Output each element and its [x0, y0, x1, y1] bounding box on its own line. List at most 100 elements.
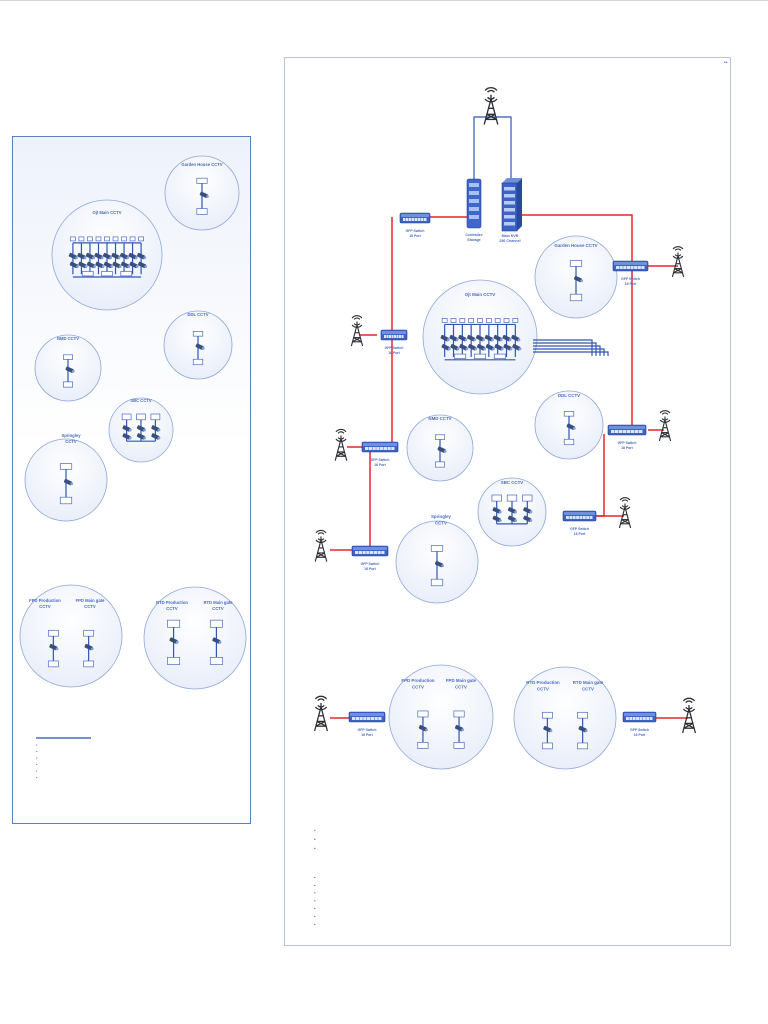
camera-icon — [503, 344, 513, 351]
site-bubble-nmd: NMD CCTV — [406, 414, 474, 482]
camera-icon — [94, 252, 104, 260]
site-title: RTD Main gate — [203, 600, 233, 605]
switch-label: 16 Port — [634, 733, 646, 737]
recorder-box — [196, 177, 208, 184]
site-title: Garden House CCTV — [554, 243, 597, 248]
camera-icon — [95, 261, 105, 269]
site-bubble-ddl: DDL CCTV — [534, 390, 604, 460]
data-run-line — [533, 351, 609, 356]
nvr-box — [454, 353, 467, 360]
switch-label: 16 Port — [625, 282, 637, 286]
camera-icon — [151, 425, 161, 432]
site-title: CCTV — [435, 520, 447, 525]
camera-icon — [111, 252, 121, 260]
site-title: SBC CCTV — [130, 398, 152, 403]
recorder-box — [112, 236, 119, 242]
site-title: CCTV — [455, 684, 467, 689]
camera-icon — [523, 507, 533, 514]
site-title: CCTV — [166, 606, 178, 611]
camera-icon — [507, 515, 518, 522]
camera-icon — [454, 724, 465, 732]
legend-bullet: • — [36, 775, 38, 780]
recorder-box — [430, 578, 444, 587]
site-title: RTD Main gate — [573, 680, 604, 685]
recorder-box — [121, 236, 127, 242]
recorder-box — [563, 411, 575, 417]
camera-icon — [137, 261, 148, 269]
antenna-tower-icon — [681, 697, 697, 734]
switch-label: GFP Switch — [621, 277, 640, 281]
switch-label: GFP Switch — [371, 458, 390, 462]
camera-icon — [418, 724, 428, 732]
camera-icon — [112, 261, 122, 269]
site-title: Garden House CCTV — [181, 162, 222, 167]
camera-icon — [468, 344, 478, 351]
camera-icon — [485, 344, 495, 351]
legend-bullet: • — [36, 749, 38, 754]
site-title: Ojt Main CCTV — [465, 292, 496, 297]
site-title: FPD Main gate — [76, 598, 106, 603]
recorder-box — [435, 434, 445, 440]
data-run-line — [533, 345, 601, 356]
recorder-box — [70, 236, 76, 242]
camera-icon — [212, 637, 222, 644]
recorder-box — [78, 236, 85, 242]
note-bullet: • — [314, 875, 316, 880]
recorder-box — [192, 358, 204, 366]
recorder-box — [129, 236, 136, 242]
antenna-tower-icon — [350, 315, 364, 347]
site-bubble-outline — [19, 584, 123, 688]
site-title: CCTV — [212, 606, 224, 611]
recorder-box — [494, 318, 501, 323]
recorder-box — [441, 318, 448, 323]
camera-icon — [151, 433, 161, 440]
recorder-box — [491, 494, 502, 502]
switch-label: GFP Switch — [361, 562, 380, 566]
antenna-tower-icon — [671, 246, 685, 278]
camera-icon — [437, 446, 447, 453]
site-bubble-outline — [513, 666, 617, 770]
camera-icon — [467, 334, 477, 342]
camera-icon — [507, 507, 518, 514]
recorder-box — [95, 236, 102, 242]
nvr-server-icon — [501, 178, 522, 232]
switch-label: 16 Port — [621, 446, 633, 450]
camera-icon — [434, 560, 445, 568]
camera-icon — [128, 252, 138, 260]
recorder-box — [541, 711, 553, 719]
recorder-box — [59, 496, 73, 505]
camera-icon — [77, 252, 87, 260]
camera-icon — [78, 261, 88, 269]
antenna-tower-icon — [658, 410, 672, 442]
recorder-box — [138, 236, 144, 242]
switch-label: GFP Switch — [358, 728, 377, 732]
data-run-line — [533, 348, 605, 356]
recorder-box — [83, 660, 95, 668]
tower-feed-line — [473, 116, 491, 180]
note-bullet: • — [314, 906, 316, 911]
switch-label: 16 Port — [409, 234, 421, 238]
recorder-box — [417, 710, 429, 718]
site-title: FPD Main gate — [446, 678, 477, 683]
camera-icon — [129, 261, 139, 269]
site-title: RTD Production — [156, 600, 188, 605]
legend-bullet: • — [36, 742, 38, 747]
site-title: DDL CCTV — [187, 312, 208, 317]
link-nvr-garden — [520, 214, 633, 265]
site-bubble-ddl: DDL CCTV — [163, 310, 233, 380]
switch-label: 16 Port — [374, 463, 386, 467]
tower-feed-line — [491, 116, 512, 180]
camera-icon — [543, 725, 553, 733]
camera-icon — [49, 643, 59, 651]
recorder-box — [468, 318, 475, 323]
site-title: NMD CCTV — [428, 416, 451, 421]
